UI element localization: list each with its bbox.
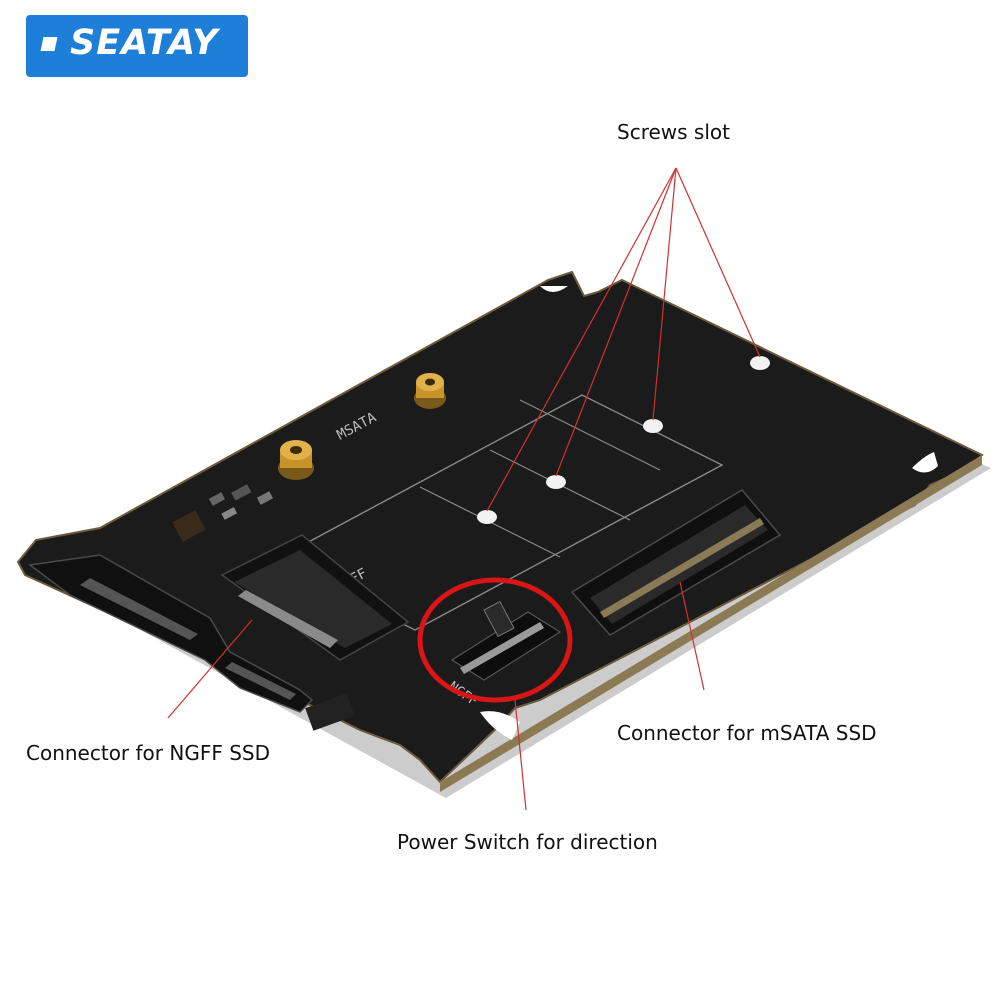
brass-standoff-2: [414, 373, 446, 409]
ngff-connector: [220, 534, 410, 661]
screw-hole-2: [643, 419, 663, 433]
leader-lines: [167, 167, 761, 811]
board-notch-bottom: [480, 711, 520, 740]
msata-divider-3: [519, 399, 661, 471]
power-switch: [450, 600, 562, 681]
brass-standoff-1: [278, 440, 314, 480]
callout-msata-connector: Connector for mSATA SSD: [617, 721, 877, 745]
msata-connector: [570, 489, 782, 636]
brand-mark-icon: [40, 37, 58, 51]
brand-name: SEATAY: [70, 23, 219, 63]
callout-ngff-connector: Connector for NGFF SSD: [26, 741, 270, 765]
sata-connector: [28, 554, 314, 713]
switch-highlight-ring: [417, 577, 573, 703]
sata-latch: [305, 693, 355, 731]
board-notch-right: [912, 452, 938, 473]
board-notch-left: [540, 286, 568, 292]
pcb-edge: [440, 455, 982, 792]
callout-screws-slot: Screws slot: [617, 120, 730, 144]
screw-hole-4: [477, 510, 497, 524]
smd-components: [172, 484, 274, 542]
screw-hole-1: [750, 356, 770, 370]
callout-power-switch: Power Switch for direction: [397, 830, 658, 854]
brand-logo: SEATAY: [26, 15, 248, 77]
screw-hole-3: [546, 475, 566, 489]
